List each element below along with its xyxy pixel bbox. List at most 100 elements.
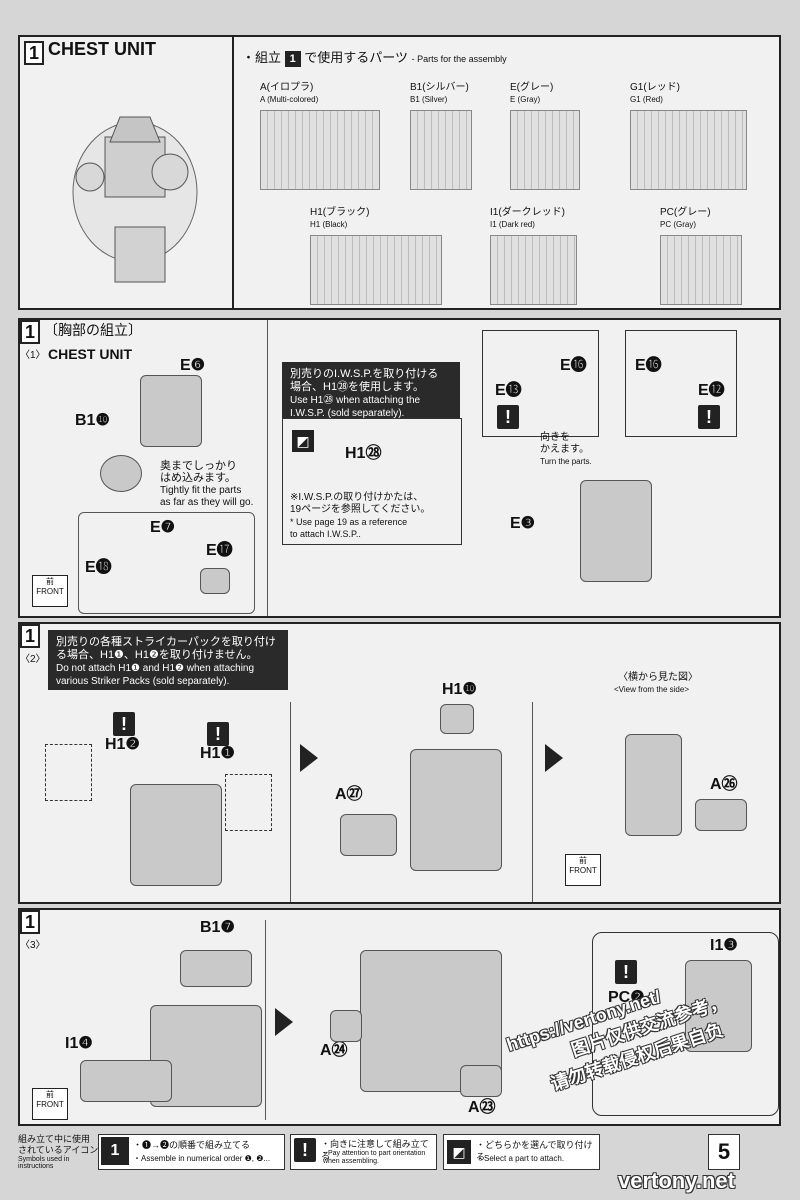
next-arrow (275, 1008, 293, 1036)
sub-number: 〈3〉 (20, 940, 46, 951)
label-pc2: PC❷ (608, 989, 645, 1006)
parts-title-en: - Parts for the assembly (411, 54, 507, 64)
label-e16b: E⓰ (635, 357, 662, 374)
chest-assembly (580, 480, 652, 582)
runner-label-en: G1 (Red) (630, 95, 663, 104)
label-a24: A㉔ (320, 1042, 348, 1059)
runner-label-jp: G1(レッド) (630, 82, 680, 93)
iwsp-note-jp: 別売りのI.W.S.P.を取り付ける 場合、H1㉘を使用します。 (290, 368, 439, 393)
front-indicator: 前 FRONT (32, 1088, 68, 1120)
a26-part (695, 799, 747, 831)
site-logo: vertony.net (618, 1168, 735, 1193)
label-e16a: E⓰ (560, 357, 587, 374)
label-i1-3: I1❸ (710, 937, 738, 954)
iwsp-box (282, 418, 462, 545)
substep3-panel: 1 〈3〉 B1❼ I1❹ 前 FRONT A㉔ A㉓ I1❸ ! PC❷ (18, 908, 781, 1126)
tight-fit-en: Tightly fit the parts as far as they wil… (160, 485, 254, 508)
detail-e13 (482, 330, 599, 437)
ref-en: * Use page 19 as a reference to attach I… (290, 517, 408, 539)
runner-label-en: E (Gray) (510, 95, 541, 104)
next-arrow (545, 744, 563, 772)
substep1-panel: 1 〈1〉 〔胸部の組立〕 CHEST UNIT E❻ B1❿ 奥までしっかり … (18, 318, 781, 618)
runner-h1: H1(ブラック) H1 (Black) (310, 207, 460, 307)
step-number: 1 (20, 320, 40, 344)
warning-en: Do not attach H1❶ and H1❷ when attaching… (56, 663, 255, 687)
order-en: ・Assemble in numerical order ❶, ❷... (133, 1154, 271, 1163)
front-indicator: 前 FRONT (565, 854, 601, 886)
side-view-body (625, 734, 682, 836)
i1-3-part (685, 960, 752, 1052)
substep2-panel: 1 〈2〉 別売りの各種ストライカーパックを取り付け る場合、H1❶、H1❷を取… (18, 622, 781, 904)
front-jp: 前 (46, 577, 54, 586)
select-icon: ◩ (292, 430, 314, 452)
substep-title-en: CHEST UNIT (48, 346, 132, 362)
legend-footer: 組み立て中に使用 されているアイコン Symbols used in instr… (18, 1130, 778, 1193)
label-h1-1: H1❶ (200, 745, 235, 762)
divider (532, 702, 533, 902)
label-a23: A㉓ (468, 1099, 496, 1116)
small-part (200, 568, 230, 594)
runner-label-en: B1 (Silver) (410, 95, 448, 104)
attention-icon: ! (497, 405, 519, 429)
detail-left (45, 744, 92, 801)
runner-e: E(グレー) E (Gray) (510, 82, 610, 192)
legend-title: 組み立て中に使用 されているアイコン Symbols used in instr… (18, 1134, 99, 1170)
parts-title-jp2: で使用するパーツ (304, 50, 409, 65)
runner-label-en: PC (Gray) (660, 220, 696, 229)
chest-body (130, 784, 222, 886)
label-h1-10: H1❿ (442, 681, 477, 698)
warning-jp: 別売りの各種ストライカーパックを取り付け る場合、H1❶、H1❷を取り付けません… (56, 636, 276, 661)
chest-body-2 (410, 749, 502, 871)
order-jp: ・❶→❷の順番で組み立てる (133, 1140, 251, 1150)
chest-unit-render (60, 97, 210, 297)
attention-icon: ! (615, 960, 637, 984)
select-en: ・Select a part to attach. (476, 1154, 565, 1163)
runner-a: A(イロプラ) A (Multi-colored) (260, 82, 390, 192)
legend-title-en: Symbols used in instructions (18, 1156, 70, 1170)
runner-label-en: A (Multi-colored) (260, 95, 319, 104)
sub-number: 〈2〉 (20, 654, 46, 665)
parts-title: ・組立 1 で使用するパーツ - Parts for the assembly (242, 51, 507, 67)
step-number: 1 (20, 910, 40, 934)
label-h1-28: H1㉘ (345, 445, 382, 462)
chest-frame-part (140, 375, 202, 447)
attention-icon: ! (207, 722, 229, 746)
label-e7: E❼ (150, 519, 176, 536)
side-view-en: <View from the side> (614, 685, 690, 694)
label-e17: E⓱ (206, 542, 233, 559)
ref-jp: ※I.W.S.P.の取り付けかたは、 19ページを参照してください。 (290, 492, 431, 515)
label-b1-10: B1❿ (75, 412, 110, 429)
attention-icon: ! (698, 405, 720, 429)
label-e13: E⓭ (495, 382, 522, 399)
next-arrow (300, 744, 318, 772)
iwsp-note: 別売りのI.W.S.P.を取り付ける 場合、H1㉘を使用します。 Use H1㉘… (282, 362, 460, 419)
legend-order: 1 ・❶→❷の順番で組み立てる ・Assemble in numerical o… (98, 1134, 285, 1170)
runner-sprue (510, 110, 580, 190)
runner-label-jp: E(グレー) (510, 82, 554, 93)
divider (232, 37, 234, 308)
front-en: FRONT (36, 1100, 64, 1109)
i1-4-part (80, 1060, 172, 1102)
front-jp: 前 (46, 1090, 54, 1099)
label-e12: E⓬ (698, 382, 725, 399)
divider (265, 920, 266, 1120)
front-en: FRONT (569, 866, 597, 875)
label-a26: A㉖ (710, 776, 738, 793)
legend-title-jp: 組み立て中に使用 されているアイコン (18, 1134, 99, 1155)
parts-title-jp: ・組立 (242, 50, 282, 65)
legend-attention: ! ・向きに注意して組み立てる ・Pay attention to part o… (290, 1134, 437, 1170)
front-indicator: 前 FRONT (32, 575, 68, 607)
runner-label-jp: I1(ダークレッド) (490, 207, 565, 218)
helmet-part (440, 704, 474, 734)
substep-title-jp: 〔胸部の組立〕 (44, 322, 142, 338)
detail-e12 (625, 330, 737, 437)
runner-g1: G1(レッド) G1 (Red) (630, 82, 760, 192)
label-b1-7: B1❼ (200, 919, 235, 936)
a23-part (460, 1065, 502, 1097)
tight-fit-jp: 奥までしっかり はめ込みます。 (160, 460, 237, 484)
label-e3: E❸ (510, 515, 536, 532)
select-jp: ・どちらかを選んで取り付ける (476, 1140, 593, 1162)
sub-number: 〈1〉 (20, 350, 46, 361)
turn-en: Turn the parts. (540, 457, 592, 466)
